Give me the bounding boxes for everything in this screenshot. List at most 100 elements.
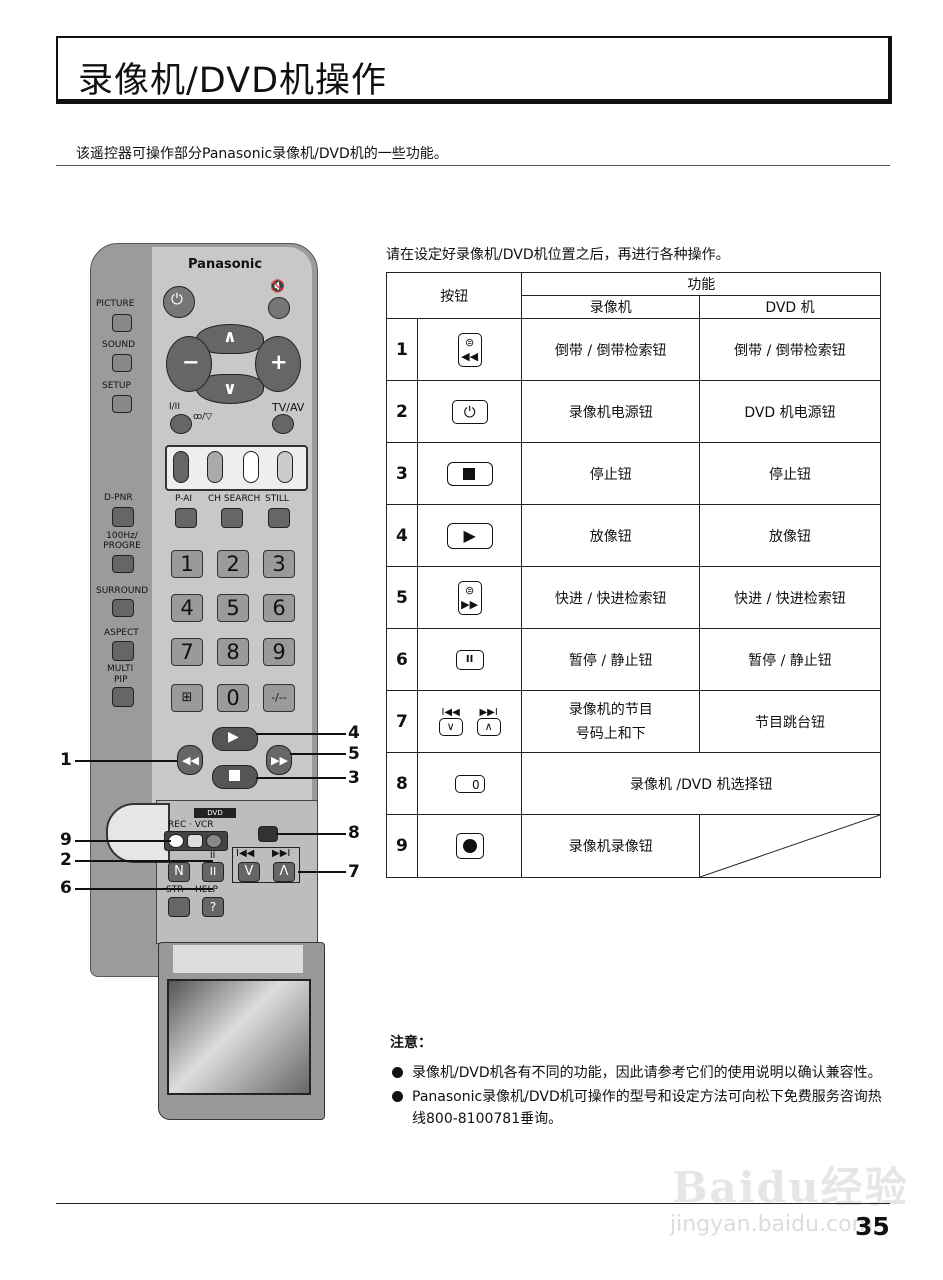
pip-button[interactable]	[112, 687, 134, 707]
fast-forward-icon: ⊜▶▶	[457, 580, 482, 615]
table-row: 9 录像机录像钮	[386, 814, 882, 878]
prev-skip-icon: I◀◀	[236, 848, 255, 859]
row-number: 1	[386, 318, 418, 381]
plus-icon: +	[270, 350, 288, 374]
vcr-power-button[interactable]	[206, 834, 222, 848]
dash-key[interactable]: -/--	[263, 684, 295, 712]
tvav-label: TV/AV	[272, 401, 305, 414]
next-skip-icon: ▶▶I	[272, 848, 291, 859]
str-button[interactable]	[168, 897, 190, 917]
remote-flap	[158, 942, 325, 1120]
next-skip-icon: ▶▶I	[479, 707, 498, 718]
digit-3-key[interactable]: 3	[263, 550, 295, 578]
vcr-cell: 倒带 / 倒带检索钮	[521, 318, 700, 381]
aspect-button[interactable]	[112, 641, 134, 661]
vcr-cell-line2: 号码上和下	[575, 725, 646, 742]
callout-line-6	[75, 888, 213, 890]
note-text: 录像机/DVD机各有不同的功能，因此请参考它们的使用说明以确认兼容性。	[412, 1065, 882, 1081]
n-button[interactable]: N	[168, 862, 190, 882]
yellow-button[interactable]	[243, 451, 259, 483]
digit-4-key[interactable]: 4	[171, 594, 203, 622]
key-cell: II	[416, 628, 523, 691]
vcr-dvd-switch[interactable]	[258, 826, 278, 842]
setup-button[interactable]	[112, 395, 132, 413]
row-number: 8	[386, 752, 418, 815]
key-cell: ⊜◀◀	[416, 318, 523, 381]
index-key[interactable]: ⊞	[171, 684, 203, 712]
digit-0-key[interactable]: 0	[217, 684, 249, 712]
sound-button[interactable]	[112, 354, 132, 372]
pai-label: P-AI	[175, 494, 193, 504]
minus-icon: −	[182, 350, 200, 374]
channel-down-button[interactable]: ∨	[196, 374, 264, 404]
i-ii-button[interactable]	[170, 414, 192, 434]
help-button[interactable]: ?	[202, 897, 224, 917]
down-skip-button[interactable]: V	[238, 862, 260, 882]
play-icon: ▶	[228, 729, 239, 745]
digit-6-key[interactable]: 6	[263, 594, 295, 622]
digit-7-key[interactable]: 7	[171, 638, 203, 666]
red-button[interactable]	[173, 451, 189, 483]
rewind-remote-button[interactable]: ◀◀	[177, 745, 203, 775]
surround-button[interactable]	[112, 599, 134, 617]
ffwd-icon: ▶▶	[271, 754, 288, 767]
still-button[interactable]	[268, 508, 290, 528]
pause-remote-button[interactable]: II	[202, 862, 224, 882]
stereo-label: ꝏ/▽	[193, 412, 213, 422]
rec-vcr-button-group	[164, 831, 228, 851]
vcr-cell: 暂停 / 静止钮	[521, 628, 700, 691]
instruction-text: 请在设定好录像机/DVD机位置之后，再进行各种操作。	[386, 247, 730, 263]
vcr-select-button[interactable]	[187, 834, 203, 848]
green-button[interactable]	[207, 451, 223, 483]
flap-hinge	[173, 945, 303, 973]
mute-icon: 🔇	[270, 279, 285, 293]
rec-vcr-label: REC · VCR	[168, 820, 214, 830]
callout-8: 8	[348, 823, 360, 843]
digit-1-key[interactable]: 1	[171, 550, 203, 578]
blue-button[interactable]	[277, 451, 293, 483]
setup-label: SETUP	[102, 381, 131, 391]
table-row: 6 II 暂停 / 静止钮 暂停 / 静止钮	[386, 628, 882, 691]
callout-line-9	[75, 840, 171, 842]
pai-button[interactable]	[175, 508, 197, 528]
function-table: 按钮 功能 录像机 DVD 机 1 ⊜◀◀ 倒带 / 倒带检索钮 倒带 / 倒带…	[385, 272, 882, 878]
mute-button[interactable]	[268, 297, 290, 319]
page-title: 录像机/DVD机操作	[78, 61, 388, 101]
table-row: 8 0 录像机 /DVD 机选择钮	[386, 752, 881, 815]
power-button[interactable]: ⏻	[163, 286, 195, 318]
power-icon: ⏻	[451, 399, 488, 424]
dvd-cell: 放像钮	[698, 504, 882, 567]
notes: 注意： 录像机/DVD机各有不同的功能，因此请参考它们的使用说明以确认兼容性。 …	[390, 1032, 890, 1132]
hz-button[interactable]	[112, 555, 134, 573]
pip-label: PIP	[114, 675, 128, 685]
volume-up-button[interactable]: +	[255, 336, 301, 392]
digit-2-key[interactable]: 2	[217, 550, 249, 578]
vcr-cell: 快进 / 快进检索钮	[521, 566, 700, 629]
skip-group	[232, 847, 300, 883]
volume-down-button[interactable]: −	[166, 336, 212, 392]
callout-line-2	[75, 860, 213, 862]
picture-button[interactable]	[112, 314, 132, 332]
header-vcr: 录像机	[521, 295, 700, 319]
digit-5-key[interactable]: 5	[217, 594, 249, 622]
callout-line-7	[298, 871, 346, 873]
digit-9-key[interactable]: 9	[263, 638, 295, 666]
pause-label: II	[210, 851, 216, 861]
callout-line-5	[290, 753, 346, 755]
dpnr-button[interactable]	[112, 507, 134, 527]
row-number: 7	[386, 690, 418, 753]
ffwd-remote-button[interactable]: ▶▶	[266, 745, 292, 775]
play-remote-button[interactable]: ▶	[212, 727, 258, 751]
callout-1: 1	[60, 750, 72, 770]
sound-label: SOUND	[102, 340, 136, 350]
chsearch-button[interactable]	[221, 508, 243, 528]
callout-line-8	[276, 833, 346, 835]
bullet-icon	[392, 1067, 403, 1078]
up-skip-button[interactable]: Λ	[273, 862, 295, 882]
dvd-cell: DVD 机电源钮	[698, 380, 882, 443]
tvav-button[interactable]	[272, 414, 294, 434]
digit-8-key[interactable]: 8	[217, 638, 249, 666]
table-row: 4 ▶ 放像钮 放像钮	[386, 504, 882, 567]
notes-title: 注意：	[390, 1035, 432, 1051]
stop-remote-button[interactable]	[212, 765, 258, 789]
